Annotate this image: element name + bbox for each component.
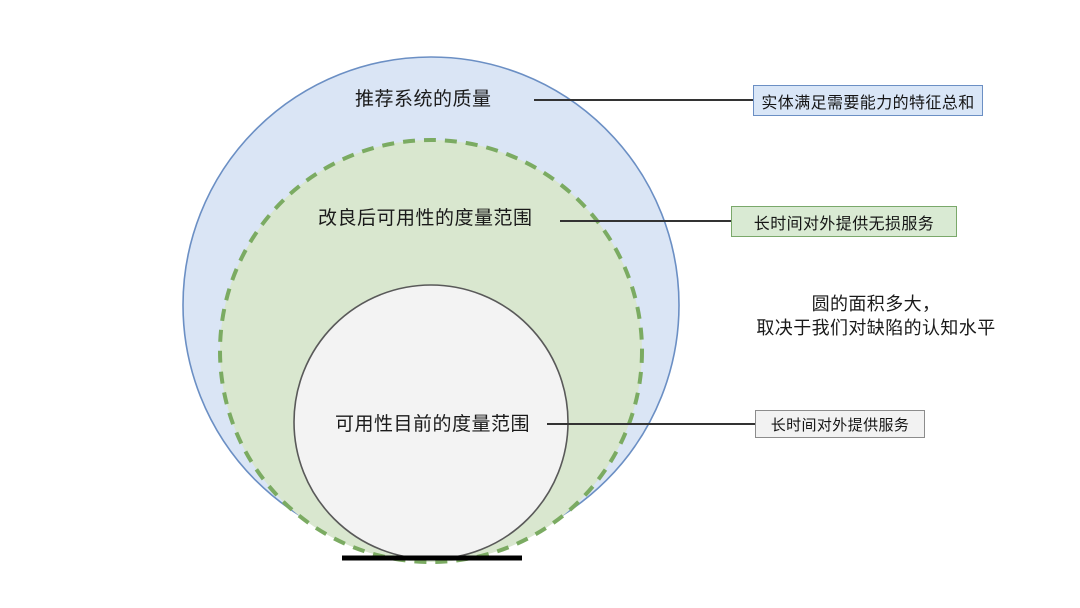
middle-circle-label: 改良后可用性的度量范围 xyxy=(318,208,533,229)
outer-circle-label: 推荐系统的质量 xyxy=(355,89,492,110)
inner-circle-label: 可用性目前的度量范围 xyxy=(335,414,531,435)
callout-box-middle[interactable]: 长时间对外提供无损服务 xyxy=(731,206,957,237)
callout-box-outer[interactable]: 实体满足需要能力的特征总和 xyxy=(753,85,983,116)
callout-box-inner[interactable]: 长时间对外提供服务 xyxy=(755,410,925,438)
note-text: 圆的面积多大， 取决于我们对缺陷的认知水平 xyxy=(756,294,996,339)
